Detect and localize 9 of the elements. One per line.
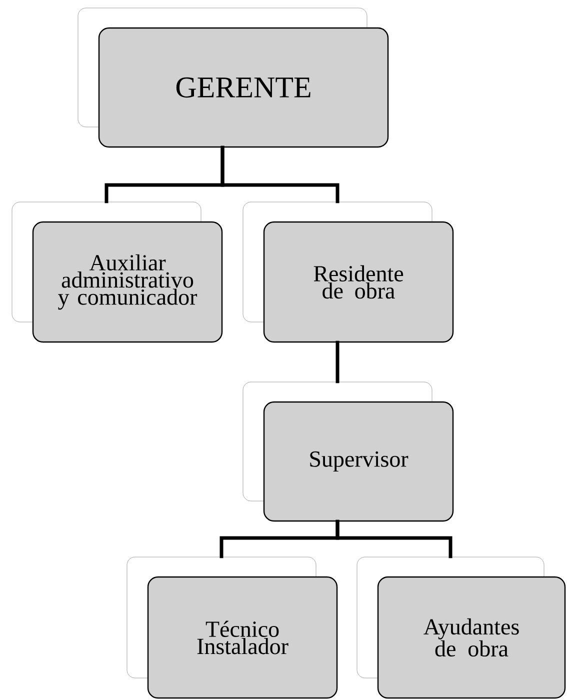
org-box: Técnico Instalador [126, 556, 338, 699]
connector-line [336, 520, 452, 558]
org-box: Residente de obra [242, 202, 454, 343]
connector-line [336, 340, 340, 384]
org-box: Supervisor [242, 382, 454, 522]
org-box: GERENTE [78, 8, 389, 148]
org-box: Ayudantes de obra [356, 556, 566, 699]
org-box: Auxiliar administrativo y comunicador [12, 202, 223, 343]
connector-line [220, 146, 340, 204]
